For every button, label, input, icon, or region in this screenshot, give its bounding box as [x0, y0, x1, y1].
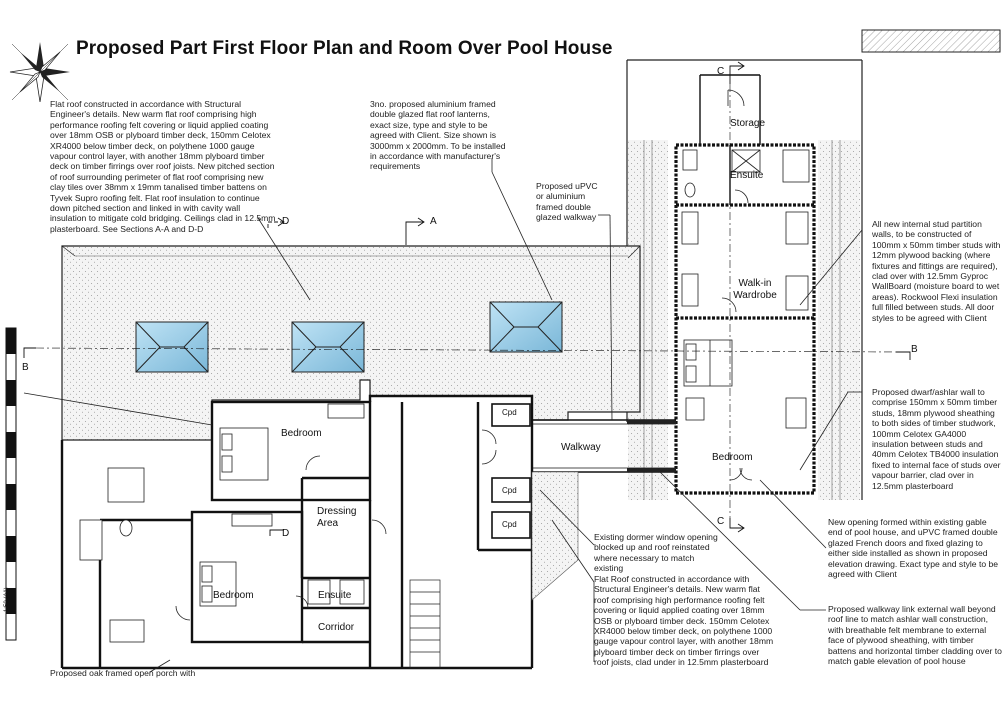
room-label-bedroom-right: Bedroom — [712, 452, 753, 463]
room-label-cpd-1: Cpd — [502, 408, 517, 417]
note-flat-roof-top: Flat roof constructed in accordance with… — [50, 99, 276, 234]
section-marker-c-bottom: C — [717, 516, 725, 527]
room-label-bedroom-upper-left: Bedroom — [281, 428, 322, 439]
room-label-dressing: Dressing Area — [317, 506, 357, 529]
section-marker-d-mid: D — [282, 528, 290, 539]
scale-bar — [5, 327, 17, 641]
page-title: Proposed Part First Floor Plan and Room … — [76, 38, 613, 59]
roof-lantern — [489, 301, 563, 353]
room-label-ensuite-lower: Ensuite — [318, 590, 352, 601]
room-label-cpd-3: Cpd — [502, 520, 517, 529]
note-lanterns: 3no. proposed aluminium framed double gl… — [370, 99, 506, 172]
section-marker-b-right: B — [911, 344, 918, 355]
roof-lantern — [291, 321, 365, 373]
annotation-leaders — [23, 158, 863, 673]
section-marker-b-left: B — [22, 362, 29, 373]
note-flat-roof-bottom: Flat Roof constructed in accordance with… — [594, 574, 774, 668]
room-label-bedroom-lower-left: Bedroom — [213, 590, 254, 601]
note-oak-porch: Proposed oak framed open porch with — [50, 668, 196, 678]
note-dwarf-wall: Proposed dwarf/ashlar wall to comprise 1… — [872, 387, 1001, 491]
note-walkway-link: Proposed walkway link external wall beyo… — [828, 604, 1002, 667]
section-marker-c-top: C — [717, 66, 725, 77]
existing-hatch-block — [861, 29, 1001, 53]
note-stud-partition: All new internal stud partition walls, t… — [872, 219, 1001, 323]
pool-house-room-walls — [674, 143, 816, 495]
note-dormer: Existing dormer window opening blocked u… — [594, 532, 718, 574]
room-label-storage: Storage — [730, 118, 766, 129]
note-new-opening: New opening formed within existing gable… — [828, 517, 999, 580]
compass-icon — [9, 42, 70, 103]
room-label-walkin: Walk-in Wardrobe — [733, 278, 777, 301]
section-marker-a: A — [430, 216, 437, 227]
room-label-walkway: Walkway — [561, 442, 601, 453]
section-marker-d-top: D — [282, 216, 290, 227]
scale-label: 1:50 (A1) — [4, 587, 10, 612]
room-label-ensuite-upper: Ensuite — [730, 170, 764, 181]
room-label-corridor: Corridor — [318, 622, 355, 633]
note-walkway-glazing: Proposed uPVC or aluminium framed double… — [536, 181, 598, 223]
room-label-cpd-2: Cpd — [502, 486, 517, 495]
roof-lantern — [135, 321, 209, 373]
